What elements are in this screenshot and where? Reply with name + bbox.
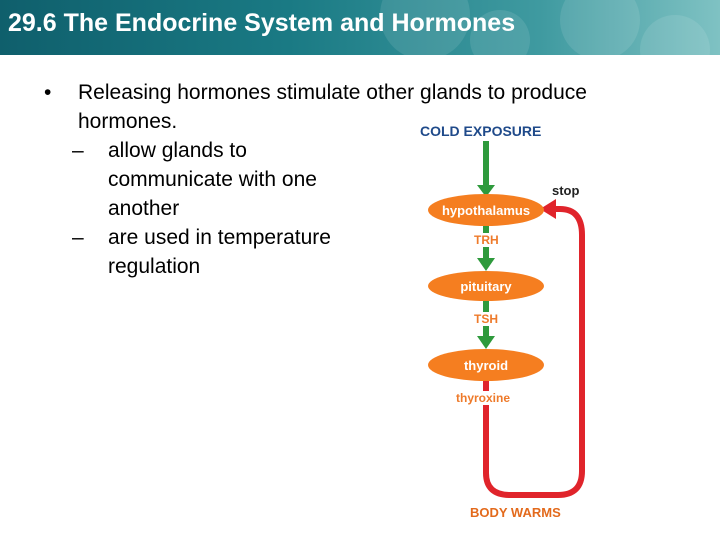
sub-item-marker: – xyxy=(72,226,84,249)
sub-item-marker: – xyxy=(72,139,84,162)
gland-hypothalamus: hypothalamus xyxy=(428,194,544,226)
sub-item-text: allow glands to communicate with one ano… xyxy=(108,139,317,220)
sub-item-temperature: – are used in temperature regulation xyxy=(44,223,370,281)
label-body-warms: BODY WARMS xyxy=(470,505,561,520)
slide-title: 29.6 The Endocrine System and Hormones xyxy=(8,9,516,37)
label-cold-exposure: COLD EXPOSURE xyxy=(420,123,542,139)
bullet-marker: • xyxy=(44,81,52,104)
diagram-arrows xyxy=(477,141,585,498)
arrow-head xyxy=(477,258,495,271)
sub-item-text: are used in temperature regulation xyxy=(108,226,331,278)
bullet-text: Releasing hormones stimulate other gland… xyxy=(78,81,587,133)
arrow-head xyxy=(477,336,495,349)
arrow-head xyxy=(477,185,495,197)
slide-body: • Releasing hormones stimulate other gla… xyxy=(44,78,684,281)
label-stop: stop xyxy=(552,183,580,198)
feedback-loop-arrow xyxy=(483,206,585,498)
hormone-trh: TRH xyxy=(472,233,501,247)
gland-pituitary: pituitary xyxy=(428,271,544,301)
title-bar: 29.6 The Endocrine System and Hormones xyxy=(0,0,720,55)
sub-item-communicate: – allow glands to communicate with one a… xyxy=(44,136,370,223)
hormone-tsh: TSH xyxy=(472,312,500,326)
gland-thyroid: thyroid xyxy=(428,349,544,381)
feedback-diagram: COLD EXPOSURE stop hypothalamus TRH pitu… xyxy=(400,115,620,530)
bullet-item: • Releasing hormones stimulate other gla… xyxy=(44,78,684,136)
feedback-arrow-head xyxy=(540,199,556,219)
hormone-thyroxine: thyroxine xyxy=(454,391,513,405)
